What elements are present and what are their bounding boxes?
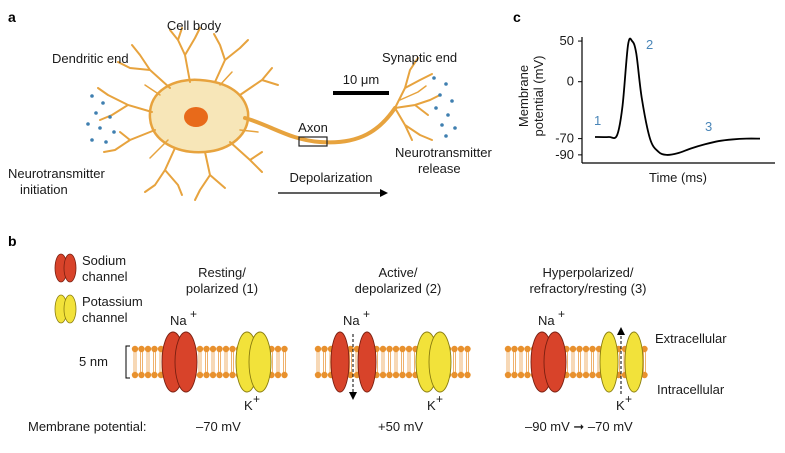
- svg-text:K: K: [244, 398, 253, 413]
- neurotransmitter-dots-left: [86, 94, 116, 144]
- state2-title-2: depolarized (2): [355, 281, 442, 296]
- panel-c-axes: [581, 37, 775, 164]
- legend-sodium-icon: [54, 253, 77, 283]
- nt-initiation-label-1: Neurotransmitter: [8, 166, 105, 181]
- extracellular-label: Extracellular: [655, 331, 727, 346]
- cell-body-label: Cell body: [167, 18, 222, 33]
- sodium-channel-state1: [161, 331, 198, 393]
- svg-text:+: +: [436, 392, 443, 406]
- annotation-1: 1: [594, 113, 601, 128]
- state3-title-2: refractory/resting (3): [529, 281, 646, 296]
- k-label-state3: K +: [616, 392, 632, 413]
- legend-potassium-label-2: channel: [82, 310, 128, 325]
- panel-c-letter: c: [513, 9, 521, 25]
- legend-potassium-icon: [54, 294, 77, 324]
- potassium-efflux-arrow: [617, 327, 625, 394]
- legend-sodium-label-1: Sodium: [82, 253, 126, 268]
- thickness-bracket: [125, 345, 130, 379]
- axon-marker-box: [298, 136, 328, 147]
- annotation-3: 3: [705, 119, 712, 134]
- svg-text:Na: Na: [538, 313, 555, 328]
- svg-text:+: +: [253, 392, 260, 406]
- neurotransmitter-dots-right: [432, 76, 457, 138]
- na-label-state1: Na +: [170, 307, 197, 328]
- membrane-potential-label: Membrane potential:: [28, 419, 147, 434]
- potassium-channel-state3: [599, 331, 644, 393]
- state1-title-1: Resting/: [198, 265, 246, 280]
- neuron-illustration: [97, 27, 441, 201]
- svg-text:+: +: [363, 307, 370, 321]
- sodium-influx-arrow: [349, 334, 357, 400]
- membrane-potential-state2: +50 mV: [378, 419, 423, 434]
- svg-text:Na: Na: [170, 313, 187, 328]
- nucleus: [184, 107, 208, 127]
- depolarization-label: Depolarization: [289, 170, 372, 185]
- potassium-channel-state1: [235, 331, 272, 393]
- membrane-potential-state1: –70 mV: [196, 419, 241, 434]
- sodium-channel-state2: [330, 331, 377, 393]
- k-label-state2: K +: [427, 392, 443, 413]
- intracellular-label: Intracellular: [657, 382, 725, 397]
- dendritic-end-label: Dendritic end: [52, 51, 129, 66]
- nt-release-label-2: release: [418, 161, 461, 176]
- svg-text:+: +: [190, 307, 197, 321]
- svg-text:Na: Na: [343, 313, 360, 328]
- action-potential-line: [594, 37, 761, 156]
- legend-sodium-label-2: channel: [82, 269, 128, 284]
- svg-text:+: +: [558, 307, 565, 321]
- membranes: [131, 345, 648, 379]
- y-tick-label: 0: [567, 74, 574, 89]
- state3-title-1: Hyperpolarized/: [542, 265, 633, 280]
- na-label-state3: Na +: [538, 307, 565, 328]
- panel-c-ylabel-2: potential (mV): [531, 56, 546, 137]
- state1-title-2: polarized (1): [186, 281, 258, 296]
- state2-title-1: Active/: [378, 265, 417, 280]
- y-tick-label: -90: [555, 147, 574, 162]
- panel-a-letter: a: [8, 9, 16, 25]
- y-tick-label: 50: [560, 33, 574, 48]
- thickness-label: 5 nm: [79, 354, 108, 369]
- panel-c-xlabel: Time (ms): [649, 170, 707, 185]
- axon-label: Axon: [298, 120, 328, 135]
- nt-release-label-1: Neurotransmitter: [395, 145, 492, 160]
- scale-bar-label: 10 μm: [343, 72, 379, 87]
- sodium-channel-state3: [530, 331, 567, 393]
- panel-b-letter: b: [8, 233, 17, 249]
- k-label-state1: K +: [244, 392, 260, 413]
- svg-text:+: +: [625, 392, 632, 406]
- svg-text:K: K: [616, 398, 625, 413]
- panel-c-ticks: 50 0 -70-90: [555, 33, 582, 162]
- panel-c-ylabel-1: Membrane: [516, 65, 531, 127]
- y-tick-label: -70: [555, 131, 574, 146]
- svg-text:K: K: [427, 398, 436, 413]
- legend-potassium-label-1: Potassium: [82, 294, 143, 309]
- na-label-state2: Na +: [343, 307, 370, 328]
- nt-initiation-label-2: initiation: [20, 182, 68, 197]
- potassium-channel-state2: [415, 331, 452, 393]
- annotation-2: 2: [646, 37, 653, 52]
- depolarization-arrow: [278, 189, 388, 197]
- synaptic-end-label: Synaptic end: [382, 50, 457, 65]
- membrane-potential-state3: –90 mV ➞ –70 mV: [525, 419, 633, 434]
